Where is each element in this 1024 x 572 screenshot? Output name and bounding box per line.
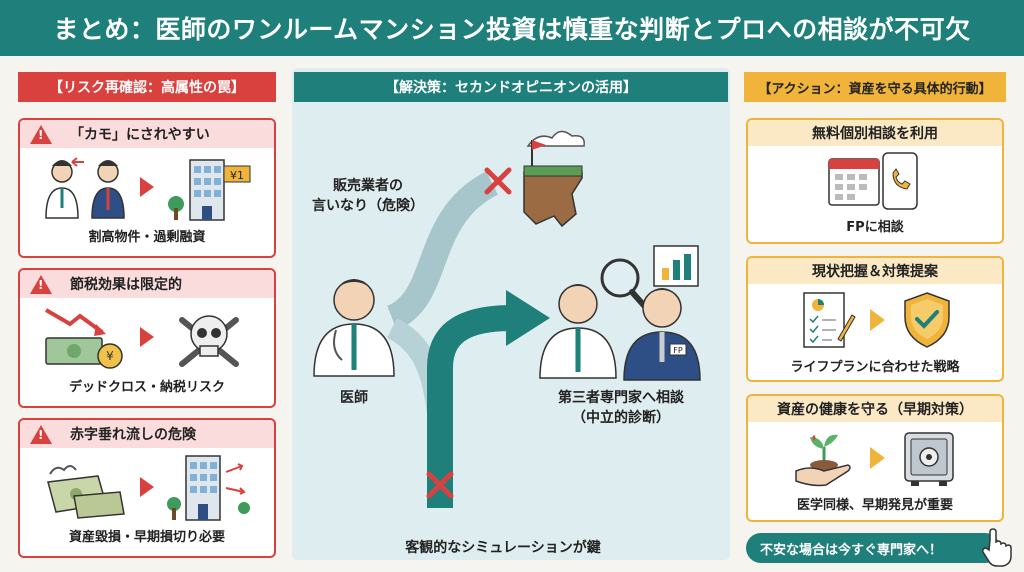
price-tag-label: ¥1 xyxy=(230,169,244,182)
bad-path-label: 販売業者の 言いなり（危険） xyxy=(312,178,424,214)
arrow-right-icon xyxy=(869,309,885,331)
checklist-report-icon xyxy=(802,292,856,348)
skull-crossbones-icon xyxy=(179,315,239,367)
expert-doctor-icon xyxy=(539,284,617,379)
doctor-label: 医師 xyxy=(340,390,368,406)
cliff-icon xyxy=(523,130,585,228)
doctor-icon xyxy=(313,279,395,377)
action-section-header: 【アクション：資産を守る具体的行動】 xyxy=(744,72,1006,102)
action-card-caption: ライフプランに合わせた戦略 xyxy=(790,360,960,375)
action-card-caption: 医学同様、早期発見が重要 xyxy=(796,498,953,513)
coin-label: ¥ xyxy=(106,349,114,363)
action-card-title: 現状把握＆対策提案 xyxy=(748,258,1002,284)
action-card-title: 資産の健康を守る（早期対策） xyxy=(748,396,1002,422)
action-card-title: 無料個別相談を利用 xyxy=(748,120,1002,146)
consult-expert-cta-button[interactable]: 不安な場合は今すぐ専門家へ！ xyxy=(746,533,1000,563)
action-card-consultation: 無料個別相談を利用 FPに相談 xyxy=(746,118,1004,244)
money-decline-icon: ¥ xyxy=(44,308,123,369)
risk-card-title: 赤字垂れ流しの危険 xyxy=(70,427,196,443)
risk-card-header: 赤字垂れ流しの危険 xyxy=(20,420,274,448)
good-path-arrow xyxy=(427,305,513,508)
arrow-right-icon xyxy=(140,327,154,347)
risk-card-deficit: 赤字垂れ流しの危険 資産毀損・早期損切り必要 xyxy=(18,418,276,558)
good-path-label: 第三者専門家へ相談 （中立的診断） xyxy=(558,390,684,426)
arrow-right-icon xyxy=(140,177,154,197)
magnifier-chart-icon xyxy=(600,245,699,313)
risk-card-caption: 資産毀損・早期損切り必要 xyxy=(68,530,225,545)
cta-label: 不安な場合は今すぐ専門家へ！ xyxy=(760,542,943,558)
solution-section-header: 【解決策：セカンドオピニオンの活用】 xyxy=(294,72,728,102)
risk-card-title: 「カモ」にされやすい xyxy=(70,127,210,143)
safe-icon xyxy=(903,432,954,486)
action-card-illustration xyxy=(748,422,1002,494)
shield-check-icon xyxy=(903,292,950,348)
pointing-hand-icon xyxy=(982,528,1012,567)
hand-sprout-icon xyxy=(794,434,851,487)
warning-icon xyxy=(30,274,52,294)
cross-icon xyxy=(484,167,512,195)
risk-card-title: 節税効果は限定的 xyxy=(70,277,182,293)
risk-card-header: 節税効果は限定的 xyxy=(20,270,274,298)
cross-icon xyxy=(426,471,454,499)
arrow-right-icon xyxy=(140,477,154,497)
warning-icon xyxy=(30,124,52,144)
arrow-right-icon xyxy=(869,447,885,469)
risk-card-target: 「カモ」にされやすい ¥1 割高物件・ xyxy=(18,118,276,258)
overpriced-building-icon: ¥1 xyxy=(168,159,251,221)
risk-card-caption: 割高物件・過剰融資 xyxy=(88,230,206,245)
risk-card-tax: 節税効果は限定的 ¥ デッドクロス・納税リスク xyxy=(18,268,276,408)
decision-path-diagram: FP xyxy=(313,130,701,509)
fp-badge: FP xyxy=(673,346,683,355)
warning-icon xyxy=(30,424,52,444)
building-loss-icon xyxy=(167,455,250,521)
action-card-caption: FPに相談 xyxy=(846,220,904,235)
good-path-arrowhead xyxy=(506,290,550,346)
risk-card-illustration: ¥ xyxy=(20,298,274,376)
solution-footer: 客観的なシミュレーションが鍵 xyxy=(405,540,601,556)
action-card-illustration xyxy=(748,284,1002,356)
risk-card-illustration xyxy=(20,448,274,526)
risk-card-header: 「カモ」にされやすい xyxy=(20,120,274,148)
risk-section-header: 【リスク再確認：高属性の罠】 xyxy=(18,72,276,102)
risk-card-illustration: ¥1 xyxy=(20,148,274,226)
doctor-and-salesman-icon xyxy=(45,157,125,219)
bad-path-arrow xyxy=(386,171,499,331)
risk-card-caption: デッドクロス・納税リスク xyxy=(68,380,225,395)
financial-planner-icon: FP xyxy=(623,288,701,381)
action-card-early-action: 資産の健康を守る（早期対策） 医学同様、早期発見が重要 xyxy=(746,394,1004,522)
page-title: まとめ：医師のワンルームマンション投資は慎重な判断とプロへの相談が不可欠 xyxy=(0,0,1024,56)
crumpled-money-icon xyxy=(47,465,125,519)
calendar-phone-icon xyxy=(828,152,918,210)
action-card-illustration xyxy=(748,146,1002,216)
action-card-assessment: 現状把握＆対策提案 ライフプランに合わせた戦略 xyxy=(746,256,1004,382)
